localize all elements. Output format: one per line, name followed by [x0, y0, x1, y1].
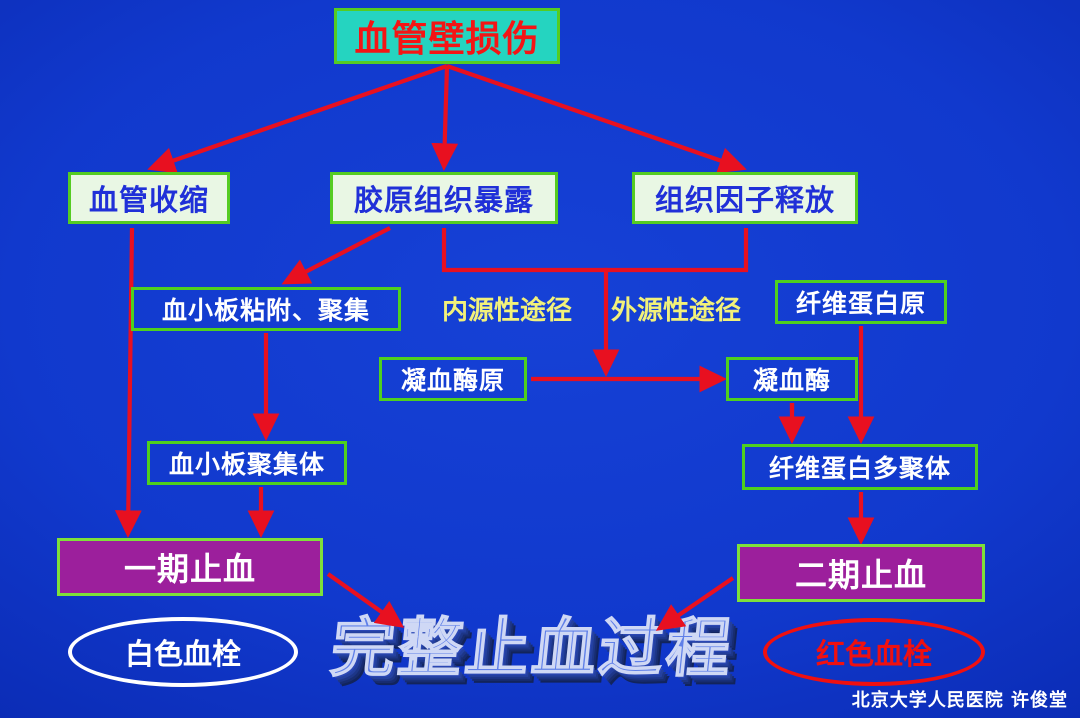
- pathway-label-text: 内源性途径: [442, 295, 573, 326]
- node-platelet-aggregate[interactable]: 血小板聚集体: [147, 441, 347, 485]
- node-label: 凝血酶: [752, 366, 831, 395]
- node-label: 血管收缩: [88, 183, 209, 217]
- node-fibrin-polymer[interactable]: 纤维蛋白多聚体: [742, 444, 978, 490]
- node-tissue-factor[interactable]: 组织因子释放: [632, 172, 858, 224]
- node-label: 胶原组织暴露: [353, 183, 534, 217]
- node-vasoconstriction[interactable]: 血管收缩: [68, 172, 230, 224]
- node-thrombin[interactable]: 凝血酶: [726, 357, 858, 401]
- outcome-red-thrombus[interactable]: 红色血栓: [763, 618, 985, 686]
- node-label: 组织因子释放: [654, 183, 835, 217]
- outcome-white-thrombus[interactable]: 白色血栓: [68, 617, 298, 687]
- node-vessel-injury[interactable]: 血管壁损伤: [334, 8, 560, 64]
- outcome-label: 红色血栓: [815, 637, 932, 671]
- edge-tissuefactor-elbow: [604, 228, 749, 273]
- node-prothrombin[interactable]: 凝血酶原: [379, 357, 527, 401]
- label-intrinsic-pathway: 内源性途径: [442, 288, 602, 328]
- edge-injury-to-vasoconstriction: [147, 64, 448, 174]
- wordart-text: 完整止血过程: [327, 611, 738, 687]
- label-extrinsic-pathway: 外源性途径: [611, 288, 771, 328]
- node-label: 一期止血: [123, 550, 256, 588]
- edge-collagen-elbow: [441, 228, 608, 273]
- node-platelet-adhesion[interactable]: 血小板粘附、聚集: [131, 287, 401, 331]
- node-label: 二期止血: [794, 556, 927, 594]
- node-label: 凝血酶原: [400, 366, 505, 395]
- edge-vasoconstriction-to-primary: [114, 227, 142, 539]
- decorative-title-complete-hemostasis-process: 完整止血过程: [314, 600, 753, 687]
- outcome-label: 白色血栓: [124, 637, 241, 671]
- footer-text: 北京大学人民医院 许俊堂: [851, 690, 1068, 711]
- footer-attribution: 北京大学人民医院 许俊堂: [852, 686, 1068, 712]
- node-primary-hemostasis[interactable]: 一期止血: [57, 538, 323, 596]
- node-label: 纤维蛋白原: [795, 289, 926, 318]
- edge-injury-to-tissuefactor: [446, 64, 747, 174]
- node-collagen-exposure[interactable]: 胶原组织暴露: [330, 172, 558, 224]
- edge-injury-to-collagen: [431, 65, 459, 172]
- node-label: 血管壁损伤: [354, 19, 540, 60]
- node-label: 血小板粘附、聚集: [161, 296, 370, 325]
- node-fibrinogen[interactable]: 纤维蛋白原: [775, 280, 947, 324]
- pathway-label-text: 外源性途径: [611, 295, 742, 326]
- node-label: 纤维蛋白多聚体: [768, 454, 951, 483]
- node-secondary-hemostasis[interactable]: 二期止血: [737, 544, 985, 602]
- edge-collagen-to-platelet: [281, 226, 391, 285]
- node-label: 血小板聚集体: [168, 450, 325, 479]
